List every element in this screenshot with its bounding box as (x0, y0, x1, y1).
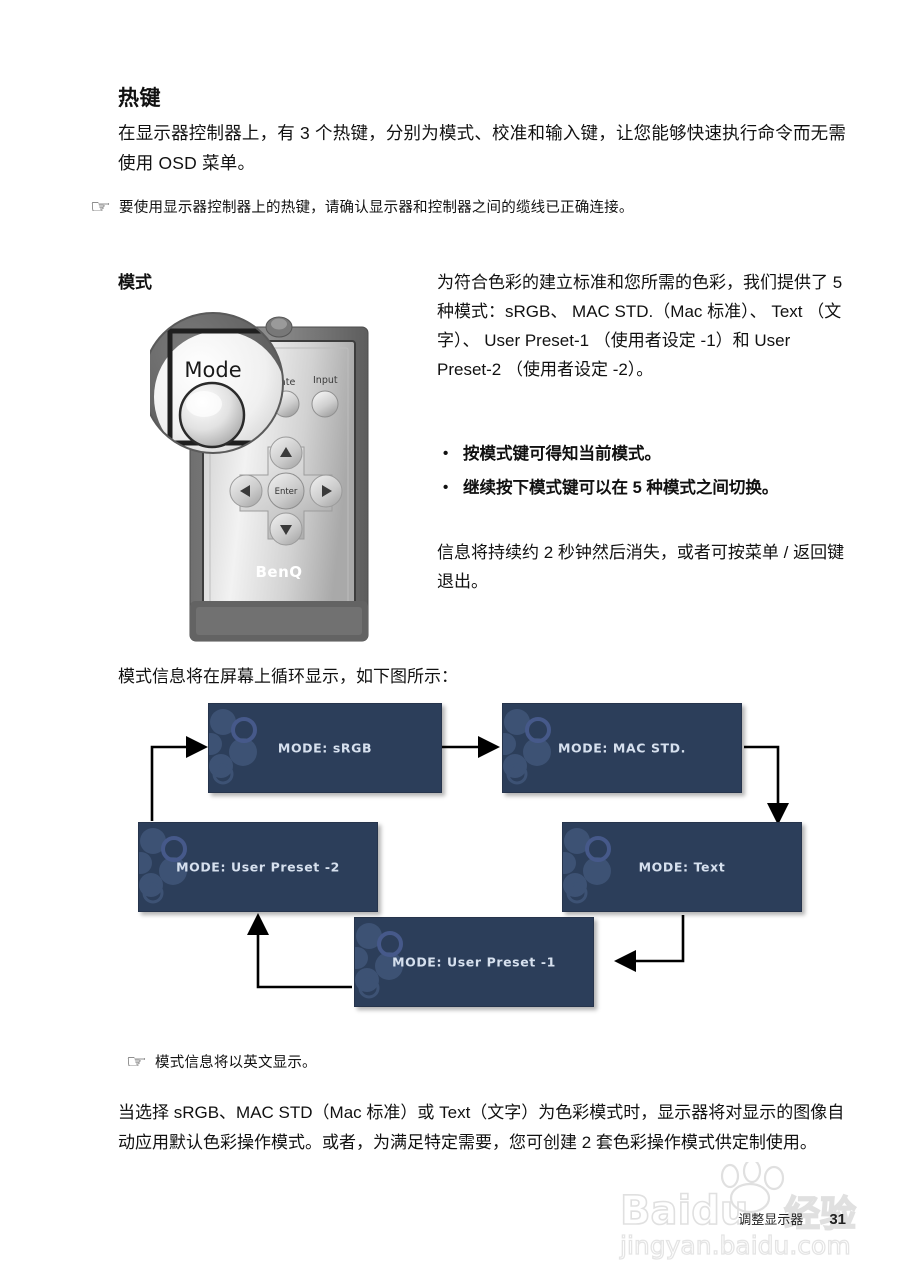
list-item: 按模式键可得知当前模式。 (443, 437, 873, 471)
osd-label: MODE: sRGB (277, 740, 373, 756)
section-label-mode: 模式 (118, 273, 152, 292)
footer-page-number: 31 (829, 1211, 846, 1228)
note-text: 模式信息将以英文显示。 (155, 1055, 317, 1071)
enter-button (267, 472, 305, 510)
mode-bullet-list: 按模式键可得知当前模式。 继续按下模式键可以在 5 种模式之间切换。 (437, 437, 873, 505)
closing-paragraph: 当选择 sRGB、MAC STD（Mac 标准）或 Text（文字）为色彩模式时… (118, 1103, 845, 1152)
arrow-up-icon (280, 447, 292, 457)
intro-paragraph: 在显示器控制器上，有 3 个热键，分别为模式、校准和输入键，让您能够快速执行命令… (118, 123, 847, 173)
osd-mode-flow-diagram: MODE: sRGB MODE: MAC STD. (130, 695, 802, 1025)
note-text: 要使用显示器控制器上的热键，请确认显示器和控制器之间的缆线已正确连接。 (119, 200, 634, 216)
watermark-primary-text: Baidu (620, 1188, 748, 1234)
arrow-right-icon (322, 485, 332, 497)
page-footer: 调整显示器 31 (738, 1209, 846, 1228)
note-callout-cable: ☞ 要使用显示器控制器上的热键，请确认显示器和控制器之间的缆线已正确连接。 (89, 197, 852, 218)
cycle-caption: 模式信息将在屏幕上循环显示，如下图所示： (118, 667, 458, 686)
osd-label: MODE: User Preset -1 (392, 954, 556, 970)
osd-label: MODE: MAC STD. (557, 740, 687, 756)
osd-box-mac-std: MODE: MAC STD. (502, 703, 742, 793)
arrow-down-icon (280, 525, 292, 535)
arrowhead-into-text (767, 803, 789, 825)
osd-box-user-preset-2: MODE: User Preset -2 (138, 822, 378, 912)
footer-chapter: 调整显示器 (738, 1212, 804, 1227)
enter-button-label: Enter (275, 487, 298, 497)
benq-logo: BenQ (255, 563, 302, 581)
mode-description: 为符合色彩的建立标准和您所需的色彩，我们提供了 5 种模式：sRGB、 MAC … (437, 273, 843, 379)
osd-box-srgb: MODE: sRGB (208, 703, 442, 793)
duration-note: 信息将持续约 2 秒钟然后消失，或者可按菜单 / 返回键退出。 (437, 543, 845, 591)
mode-button-label: Mode (184, 358, 241, 382)
list-item: 继续按下模式键可以在 5 种模式之间切换。 (443, 471, 873, 505)
osd-label: MODE: Text (638, 859, 726, 875)
arrowhead-into-preset2 (247, 913, 269, 935)
osd-label: MODE: User Preset -2 (176, 859, 340, 875)
note-callout-english: ☞ 模式信息将以英文显示。 (125, 1052, 828, 1073)
flow-arrows (150, 736, 789, 989)
arrowhead-into-srgb (186, 736, 208, 758)
page-heading: 热键 (118, 87, 161, 110)
pointing-hand-icon: ☞ (125, 1052, 148, 1073)
arrowhead-into-mac (478, 736, 500, 758)
input-button (311, 390, 339, 418)
arrowhead-into-preset1 (614, 950, 636, 972)
calibrate-button-label: rate (276, 377, 295, 388)
arrow-left-icon (240, 485, 250, 497)
pointing-hand-icon: ☞ (89, 197, 112, 218)
osd-box-user-preset-1: MODE: User Preset -1 (354, 917, 594, 1007)
remote-control-illustration: rate Input Enter BenQ (142, 305, 420, 660)
watermark-secondary-text: jingyan.baidu.com (619, 1231, 851, 1260)
osd-box-text: MODE: Text (562, 822, 802, 912)
input-button-label: Input (313, 375, 338, 386)
